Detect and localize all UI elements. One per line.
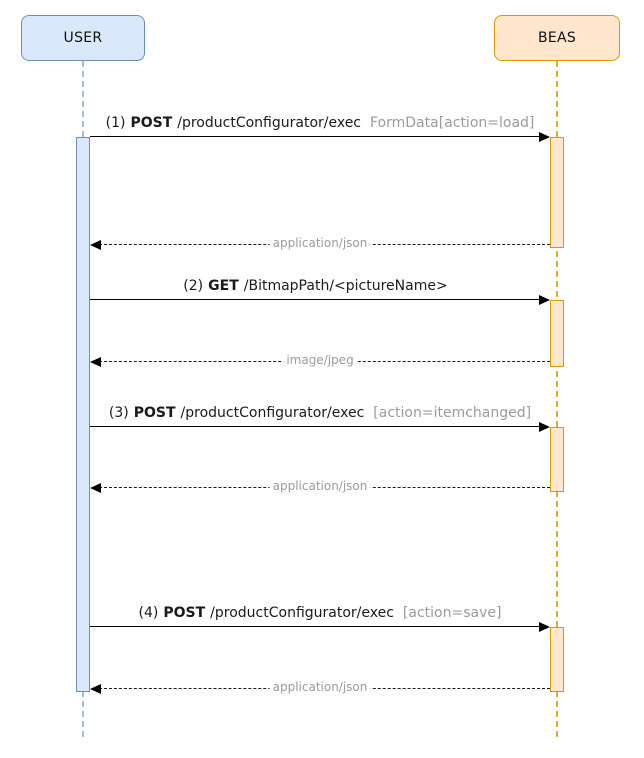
request-annotation: [action=save] (402, 605, 502, 621)
beas-activation-bar-1 (550, 137, 564, 248)
beas-activation-bar-4 (550, 627, 564, 692)
request-arrowhead-icon (539, 132, 550, 142)
request-arrow-line (90, 626, 541, 627)
request-path: /productConfigurator/exec (177, 115, 362, 131)
request-num: (1) (105, 115, 126, 131)
request-num: (2) (183, 278, 204, 294)
response-arrowhead-icon (90, 357, 101, 367)
request-message-label: (2)GET/BitmapPath/<pictureName> (183, 278, 456, 294)
response-message-label: application/json (269, 479, 371, 493)
beas-activation-bar-2 (550, 300, 564, 367)
response-message-label: application/json (269, 236, 371, 250)
request-num: (3) (108, 405, 129, 421)
response-arrowhead-icon (90, 483, 101, 493)
request-arrowhead-icon (539, 295, 550, 305)
request-arrow-line (90, 426, 541, 427)
actor-box-user: USER (21, 15, 145, 61)
request-method: POST (133, 405, 176, 421)
request-path: /productConfigurator/exec (180, 405, 365, 421)
actor-user-label: USER (63, 30, 103, 46)
request-message-label: (3)POST/productConfigurator/exec [action=… (109, 405, 531, 421)
beas-activation-bar-3 (550, 427, 564, 492)
response-message-label: image/jpeg (283, 353, 357, 367)
request-arrow-line (90, 299, 541, 300)
request-message-label: (4)POST/productConfigurator/exec [action=… (139, 605, 502, 621)
request-arrow-line (90, 136, 541, 137)
request-method: GET (208, 278, 239, 294)
request-annotation: FormData[action=load] (370, 115, 535, 131)
user-activation-bar (76, 137, 90, 692)
request-arrowhead-icon (539, 422, 550, 432)
request-message-label: (1)POST/productConfigurator/exec FormData… (106, 115, 535, 131)
request-num: (4) (138, 605, 159, 621)
response-arrowhead-icon (90, 240, 101, 250)
request-arrowhead-icon (539, 622, 550, 632)
actor-box-beas: BEAS (494, 15, 620, 61)
request-method: POST (163, 605, 206, 621)
actor-beas-label: BEAS (537, 30, 577, 46)
request-method: POST (130, 115, 173, 131)
response-arrowhead-icon (90, 684, 101, 694)
request-path: /BitmapPath/<pictureName> (243, 278, 448, 294)
beas-lifeline (556, 61, 558, 737)
request-path: /productConfigurator/exec (210, 605, 394, 621)
response-message-label: application/json (269, 680, 371, 694)
request-annotation: [action=itemchanged] (373, 405, 532, 421)
